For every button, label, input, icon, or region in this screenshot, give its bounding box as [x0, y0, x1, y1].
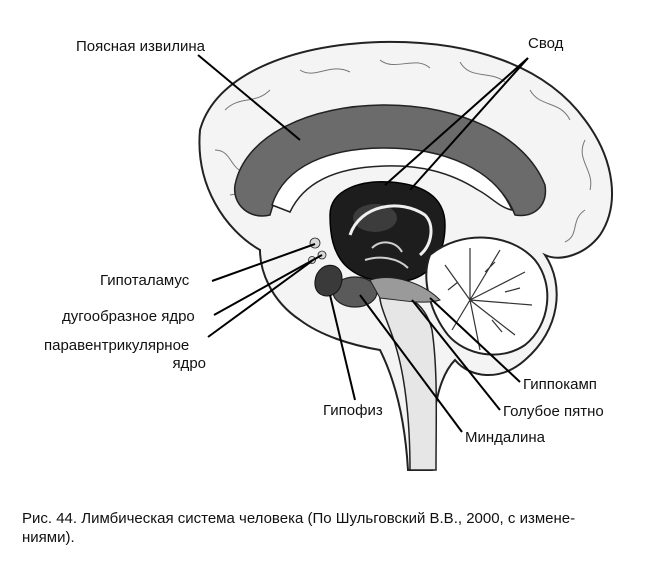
label-arcuate-nucleus: дугообразное ядро — [62, 308, 195, 325]
label-amygdala: Миндалина — [465, 429, 546, 446]
corpus-callosum — [271, 147, 514, 213]
fornix-column — [364, 241, 409, 269]
thalamus-highlight — [353, 204, 397, 232]
label-hypothalamus: Гипоталамус — [100, 272, 190, 289]
label-fornix: Свод — [528, 35, 564, 52]
hippocampus-region — [369, 277, 441, 303]
cerebellum-folia — [444, 248, 533, 351]
label-paraventricular-line2: ядро — [172, 355, 206, 372]
label-hippocampus: Гиппокамп — [523, 376, 597, 393]
brainstem — [378, 289, 438, 471]
caption-line-2: ниями). — [22, 529, 75, 546]
caption-line-1: Рис. 44. Лимбическая система человека (П… — [22, 510, 576, 527]
brain-diagram — [197, 40, 613, 471]
label-paraventricular-line1: паравентрикулярное — [44, 337, 190, 354]
figure-caption: Рис. 44. Лимбическая система человека (П… — [22, 509, 652, 547]
label-locus-coeruleus: Голубое пятно — [503, 403, 604, 420]
pituitary — [314, 264, 343, 297]
fornix-arch — [348, 204, 433, 257]
leader-lines — [197, 54, 529, 433]
label-cingulate-gyrus: Поясная извилина — [76, 38, 206, 55]
label-pituitary: Гипофиз — [323, 402, 383, 419]
cerebellum — [425, 236, 549, 356]
